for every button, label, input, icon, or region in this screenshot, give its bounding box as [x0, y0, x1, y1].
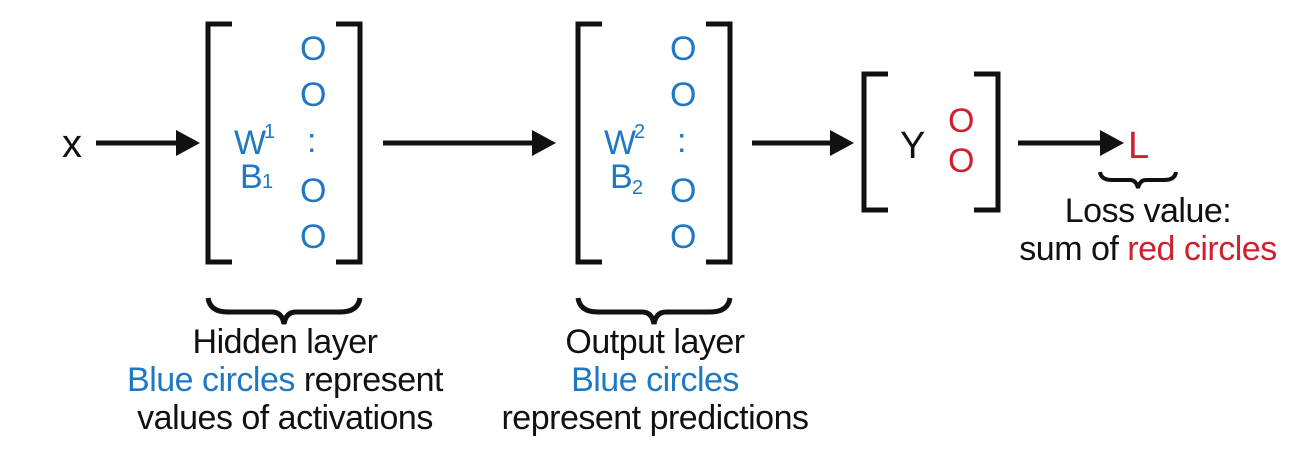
- hidden-weight-symbol: W: [234, 124, 266, 162]
- loss-caption-line1: Loss value:: [1064, 192, 1232, 230]
- output-circle-4: O: [670, 218, 696, 256]
- output-layer-caption-title: Output layer: [565, 323, 745, 361]
- output-layer-caption-highlight: Blue circles: [571, 361, 739, 399]
- output-layer-caption: Output layer Blue circles represent pred…: [490, 323, 820, 437]
- arrowhead-input-to-hidden: [176, 130, 200, 156]
- loss-caption-line2: sum of red circles: [1000, 230, 1296, 268]
- loss-caption-prefix: sum of: [1019, 230, 1128, 268]
- target-red-circle-1: O: [948, 102, 974, 140]
- hidden-circle-1: O: [300, 30, 326, 68]
- output-right-bracket: [706, 21, 733, 265]
- target-left-bracket: [861, 71, 888, 213]
- loss-l-label: L: [1128, 125, 1149, 167]
- hidden-circle-2: O: [300, 76, 326, 114]
- output-circle-3: O: [670, 172, 696, 210]
- loss-caption-highlight: red circles: [1127, 230, 1277, 268]
- output-bias-symbol: B: [610, 158, 633, 196]
- hidden-weight-subscript: 1: [264, 121, 275, 143]
- output-ellipsis: :: [677, 122, 686, 160]
- output-weight-symbol: W: [604, 124, 636, 162]
- hidden-layer-caption-line3: values of activations: [137, 399, 433, 437]
- target-right-bracket: [974, 71, 1001, 213]
- loss-brace: [1098, 171, 1178, 189]
- output-layer-brace: [575, 297, 733, 325]
- hidden-ellipsis: :: [307, 122, 316, 160]
- output-circle-2: O: [670, 76, 696, 114]
- hidden-layer-caption-title: Hidden layer: [192, 323, 378, 361]
- hidden-bias-symbol: B: [240, 158, 263, 196]
- arrowhead-hidden-to-output: [532, 130, 556, 156]
- output-weight-subscript: 2: [634, 121, 645, 143]
- hidden-circle-3: O: [300, 172, 326, 210]
- hidden-circle-4: O: [300, 218, 326, 256]
- output-left-bracket: [575, 21, 602, 265]
- arrowhead-output-to-target: [830, 130, 854, 156]
- hidden-bias-subscript: 1: [262, 171, 273, 193]
- hidden-layer-caption: Hidden layer Blue circles represent valu…: [112, 323, 458, 437]
- hidden-layer-brace: [205, 297, 363, 325]
- hidden-left-bracket: [205, 21, 232, 265]
- input-x-label: x: [62, 122, 82, 166]
- output-circle-1: O: [670, 30, 696, 68]
- hidden-layer-caption-line2: Blue circles represent: [112, 361, 458, 399]
- output-layer-caption-line3: represent predictions: [501, 399, 809, 437]
- hidden-layer-caption-rest: represent: [294, 361, 444, 399]
- loss-caption: Loss value: sum of red circles: [1000, 192, 1296, 268]
- arrowhead-target-to-loss: [1100, 130, 1124, 156]
- output-bias-subscript: 2: [632, 177, 643, 199]
- hidden-layer-caption-highlight: Blue circles: [127, 361, 295, 399]
- hidden-right-bracket: [336, 21, 363, 265]
- target-y-label: Y: [900, 125, 925, 167]
- target-red-circle-2: O: [948, 142, 974, 180]
